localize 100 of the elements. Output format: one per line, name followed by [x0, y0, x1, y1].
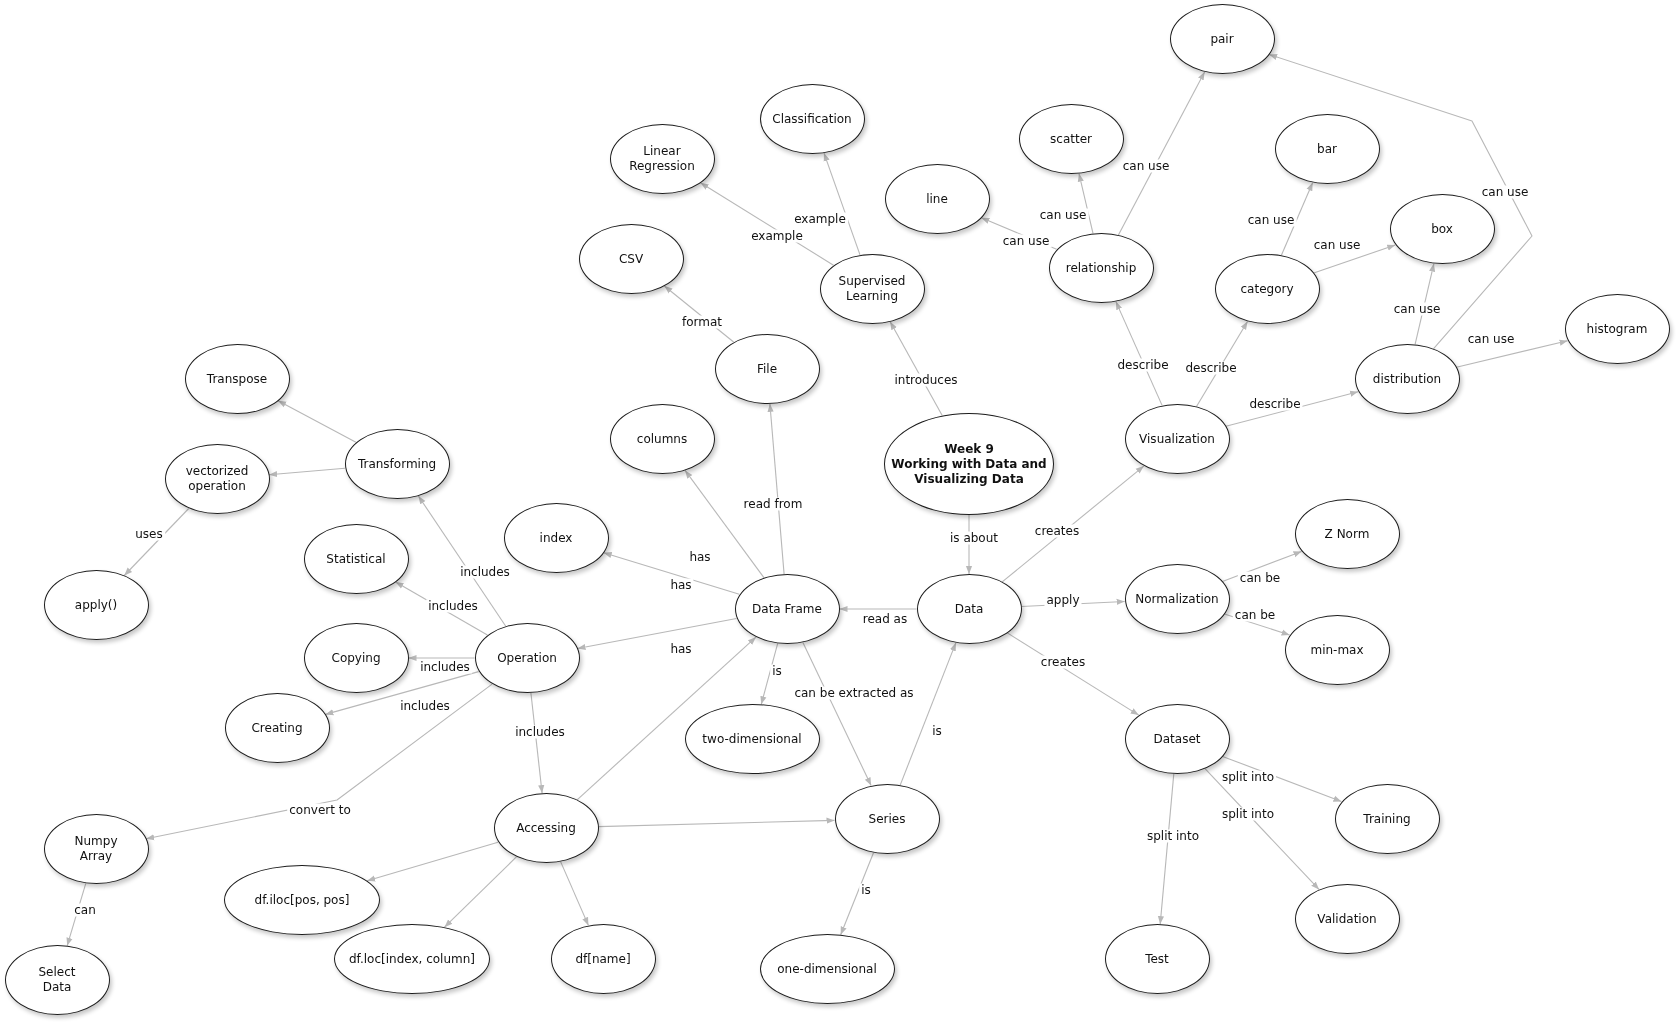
node-label: Copying	[331, 650, 381, 666]
node-label: Select Data	[37, 965, 77, 995]
concept-ellipse	[734, 574, 840, 644]
arrow	[1313, 244, 1396, 274]
node-label: Data Frame	[752, 601, 822, 617]
node-label: one-dimensional	[777, 961, 877, 977]
edge-label: describe	[1115, 358, 1171, 372]
node-label: relationship	[1065, 260, 1137, 276]
edge-label: includes	[513, 725, 567, 739]
arrow	[1204, 768, 1320, 890]
edge-label: can be	[1237, 571, 1283, 585]
edge-label: example	[792, 212, 848, 226]
arrow	[268, 467, 346, 478]
concept-ellipse	[474, 623, 580, 693]
edge-label: read as	[860, 612, 910, 626]
arrow	[576, 636, 757, 801]
node-label: Visualization	[1139, 431, 1215, 447]
node-label: Linear Regression	[628, 144, 696, 174]
node-label: Series	[868, 811, 906, 827]
concept-ellipse	[1294, 884, 1400, 954]
arrow	[899, 642, 957, 786]
node-label: df[name]	[575, 951, 631, 967]
arrow	[407, 654, 476, 662]
arrow	[1115, 301, 1163, 406]
node-label: CSV	[618, 251, 644, 267]
edge-label: includes	[426, 599, 480, 613]
arrow	[840, 852, 875, 936]
edge-label: describe	[1183, 361, 1239, 375]
node-label: Test	[1145, 951, 1169, 967]
concept-ellipse	[819, 254, 925, 324]
arrow	[1157, 773, 1175, 925]
node-label: df.loc[index, column]	[348, 951, 476, 967]
arrow	[123, 507, 190, 577]
arrow	[684, 469, 765, 579]
edge-label: split into	[1220, 770, 1276, 784]
node-label: histogram	[1586, 321, 1648, 337]
edge-label: can use	[1120, 159, 1172, 173]
arrow	[838, 605, 918, 613]
arrow	[530, 692, 545, 794]
edge-label: is	[770, 664, 784, 678]
node-label: Z Norm	[1324, 526, 1370, 542]
arrow	[576, 617, 738, 651]
node-label: box	[1431, 221, 1453, 237]
edge-label: split into	[1145, 829, 1201, 843]
node-label: Transforming	[357, 456, 437, 472]
node-label: df.iloc[pos, pos]	[254, 892, 350, 908]
edge-label: can	[72, 903, 98, 917]
node-label: Numpy Array	[73, 834, 119, 864]
edge-label: includes	[418, 660, 472, 674]
concept-ellipse	[1334, 784, 1440, 854]
edge-label: read from	[741, 497, 805, 511]
edge-label: format	[680, 315, 724, 329]
edge-label: convert to	[287, 803, 353, 817]
edge-label: is about	[948, 531, 1000, 545]
edge-label: can use	[1000, 234, 1052, 248]
node-label: Dataset	[1153, 731, 1201, 747]
concept-ellipse	[714, 334, 820, 404]
node-label: scatter	[1050, 131, 1092, 147]
edge-label: apply	[1044, 593, 1082, 607]
edge-label: can use	[1479, 185, 1531, 199]
edge-label: can be	[1232, 608, 1278, 622]
node-label: category	[1240, 281, 1294, 297]
edge-label: includes	[398, 699, 452, 713]
node-label: apply()	[74, 597, 118, 613]
node-label: Working with Data and Visualizing Data	[890, 456, 1048, 487]
node-label: vectorized operation	[184, 464, 250, 494]
edge-label: has	[668, 642, 694, 656]
arrow	[1455, 339, 1569, 368]
node-label: Data	[954, 601, 984, 617]
concept-ellipse	[43, 570, 149, 640]
edge-label: is	[859, 883, 873, 897]
node-label: Supervised Learning	[837, 274, 907, 304]
edge-label: can use	[1391, 302, 1443, 316]
node-label: columns	[636, 431, 688, 447]
node-label: min-max	[1310, 642, 1364, 658]
concept-ellipse	[344, 429, 450, 499]
arrow	[597, 817, 836, 828]
node-label: index	[539, 530, 573, 546]
edge-label: example	[749, 229, 805, 243]
node-label: Transpose	[206, 371, 268, 387]
arrow	[443, 856, 517, 928]
concept-ellipse	[493, 793, 599, 863]
node-label: Validation	[1317, 911, 1377, 927]
node-label: two-dimensional	[702, 731, 802, 747]
edge-label: creates	[1032, 524, 1082, 538]
node-label: Operation	[497, 650, 557, 666]
edge-label: describe	[1247, 397, 1303, 411]
node-label: Classification	[772, 111, 852, 127]
arrow	[1001, 465, 1145, 583]
edge-label: has	[668, 578, 694, 592]
node-label: Normalization	[1135, 591, 1219, 607]
concept-ellipse	[916, 574, 1022, 644]
concept-ellipse	[1284, 615, 1390, 685]
edge-label: introduces	[892, 373, 960, 387]
node-label: distribution	[1372, 371, 1442, 387]
arrow	[560, 861, 589, 926]
arrow	[1077, 173, 1094, 234]
arrow	[823, 152, 861, 256]
arrow	[1280, 182, 1314, 256]
arrow	[1268, 53, 1533, 350]
